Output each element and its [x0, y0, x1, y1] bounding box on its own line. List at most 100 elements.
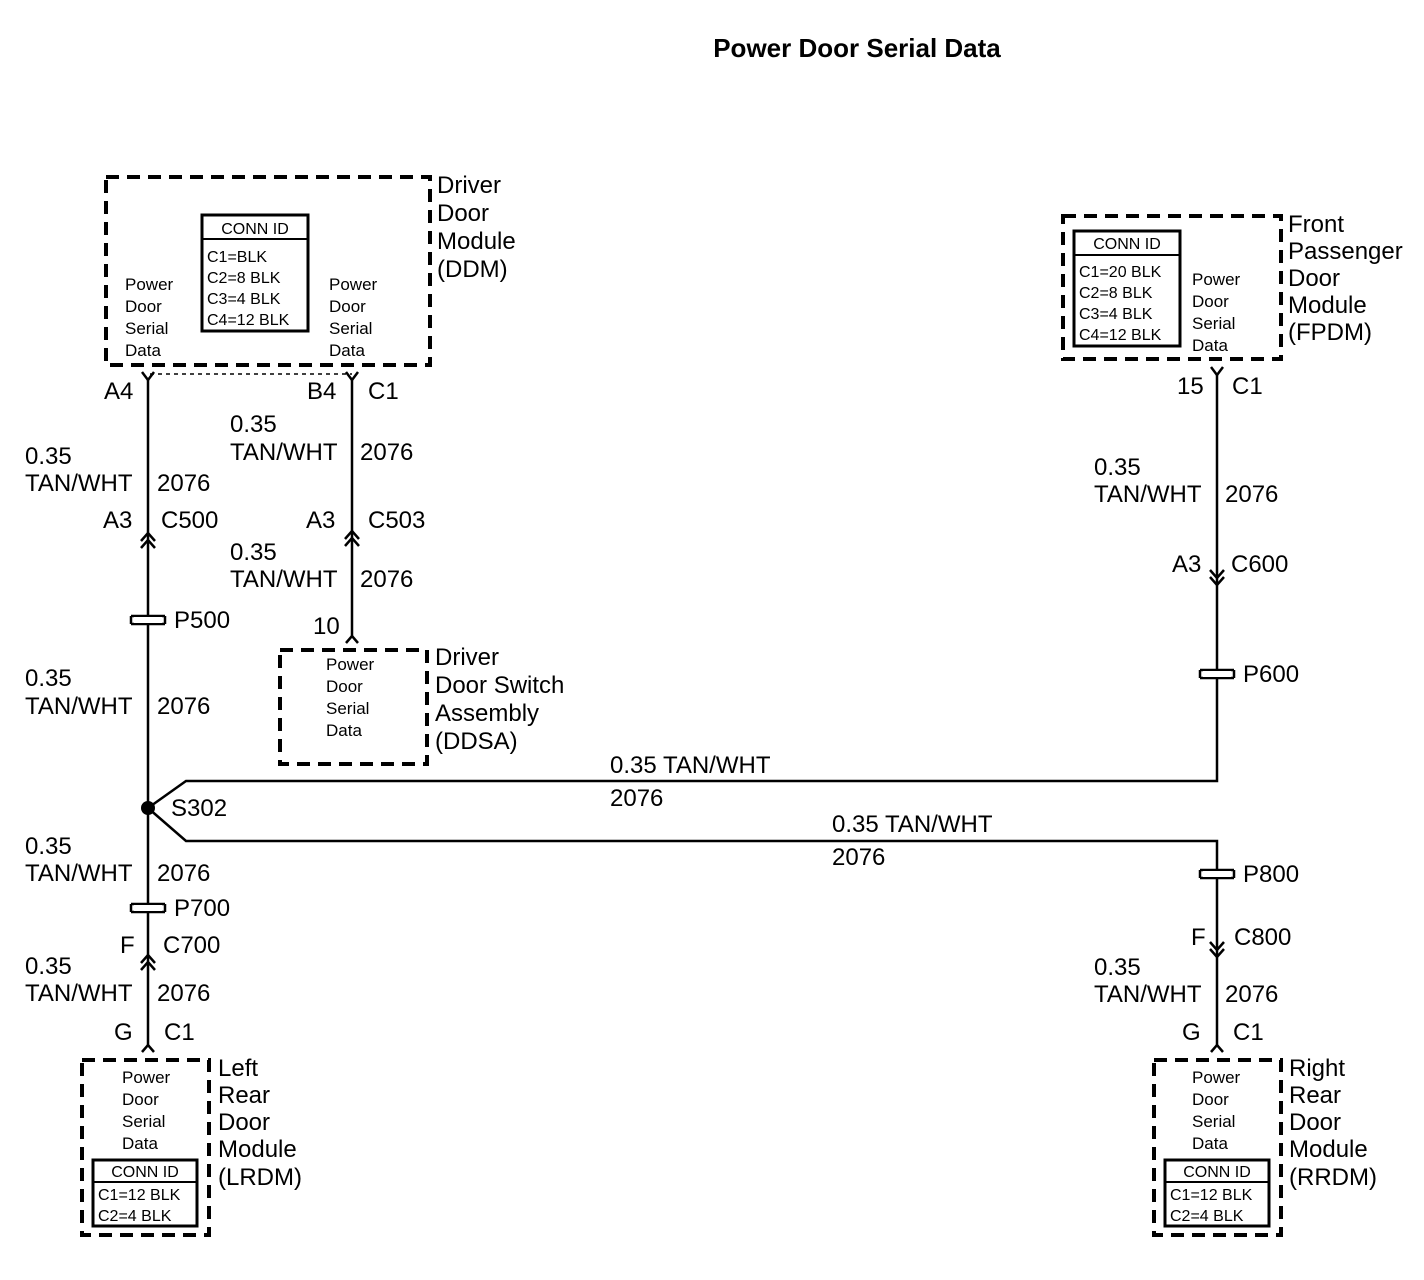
svg-text:A3: A3 [1172, 551, 1201, 578]
svg-text:C1=12 BLK: C1=12 BLK [98, 1187, 181, 1204]
svg-text:0.35: 0.35 [25, 665, 72, 692]
svg-text:C4=12 BLK: C4=12 BLK [1079, 327, 1162, 344]
svg-text:F: F [1191, 924, 1206, 951]
svg-text:0.35 TAN/WHT: 0.35 TAN/WHT [610, 752, 771, 779]
svg-text:Data: Data [326, 721, 362, 740]
svg-text:2076: 2076 [157, 860, 210, 887]
svg-text:Door: Door [326, 677, 363, 696]
svg-text:0.35: 0.35 [1094, 454, 1141, 481]
svg-text:TAN/WHT: TAN/WHT [25, 980, 133, 1007]
fpdm-name: Front Passenger Door Module (FPDM) [1288, 211, 1403, 346]
terminal-ddm-a4 [141, 371, 155, 383]
rrdm-signal-label: Power Door Serial Data [1192, 1068, 1241, 1153]
connector-c600: A3 C600 [1172, 551, 1288, 587]
svg-text:2076: 2076 [1225, 481, 1278, 508]
svg-text:(LRDM): (LRDM) [218, 1164, 302, 1191]
ddm-name: Driver Door Module (DDM) [437, 172, 516, 283]
svg-text:0.35: 0.35 [25, 443, 72, 470]
svg-text:Driver: Driver [437, 172, 501, 199]
pass-through-p700: P700 [129, 895, 230, 922]
svg-text:C500: C500 [161, 507, 218, 534]
svg-text:0.35: 0.35 [230, 539, 277, 566]
svg-text:TAN/WHT: TAN/WHT [1094, 481, 1202, 508]
svg-text:0.35 TAN/WHT: 0.35 TAN/WHT [832, 811, 993, 838]
terminal-ddm-b4 [345, 371, 359, 383]
wire-label-p500-s302: 0.35 TAN/WHT 2076 [25, 665, 210, 720]
svg-text:TAN/WHT: TAN/WHT [25, 470, 133, 497]
svg-text:(FPDM): (FPDM) [1288, 319, 1372, 346]
wire-label-c503-ddsa: 0.35 TAN/WHT 2076 [230, 539, 413, 593]
pass-through-p600: P600 [1198, 661, 1299, 688]
svg-text:Door: Door [437, 200, 489, 227]
ddm-pin-a4: A4 [104, 378, 133, 405]
rrdm-outline [1152, 1058, 1283, 1237]
svg-text:0.35: 0.35 [1094, 954, 1141, 981]
svg-text:TAN/WHT: TAN/WHT [25, 693, 133, 720]
lrdm-signal-label: Power Door Serial Data [122, 1068, 171, 1153]
svg-text:Power: Power [122, 1068, 171, 1087]
terminal-ddsa-10 [345, 634, 359, 644]
wire-label-s302-rrdm: 0.35 TAN/WHT 2076 [832, 811, 993, 871]
rrdm-pin-g: G [1182, 1019, 1201, 1046]
svg-text:C2=4 BLK: C2=4 BLK [98, 1208, 172, 1225]
svg-text:C1=20 BLK: C1=20 BLK [1079, 264, 1162, 281]
svg-text:F: F [120, 932, 135, 959]
connector-c700: F C700 [120, 932, 220, 971]
svg-text:0.35: 0.35 [25, 953, 72, 980]
svg-text:C2=8 BLK: C2=8 BLK [1079, 285, 1153, 302]
svg-text:C1=BLK: C1=BLK [207, 249, 267, 266]
wire-label-fpdm-c600: 0.35 TAN/WHT 2076 [1094, 454, 1278, 508]
svg-text:Serial: Serial [125, 319, 168, 338]
svg-text:Serial: Serial [122, 1112, 165, 1131]
svg-text:Serial: Serial [1192, 1112, 1235, 1131]
svg-text:Door: Door [1192, 1090, 1229, 1109]
svg-text:2076: 2076 [157, 470, 210, 497]
svg-text:Power: Power [1192, 1068, 1241, 1087]
wire-label-s302-p700: 0.35 TAN/WHT 2076 [25, 833, 210, 887]
svg-text:2076: 2076 [157, 980, 210, 1007]
svg-text:C3=4 BLK: C3=4 BLK [1079, 306, 1153, 323]
svg-text:Door: Door [1192, 292, 1229, 311]
svg-text:Door: Door [218, 1109, 270, 1136]
diagram-title: Power Door Serial Data [713, 33, 1001, 63]
ddsa-pin-10: 10 [313, 613, 340, 640]
svg-text:TAN/WHT: TAN/WHT [230, 439, 338, 466]
svg-text:C4=12 BLK: C4=12 BLK [207, 312, 290, 329]
fpdm-outline [1061, 214, 1283, 361]
pass-throughs: P500 P600 P700 P800 [129, 607, 1299, 922]
svg-text:Data: Data [1192, 336, 1228, 355]
lrdm-pin-g: G [114, 1019, 133, 1046]
ddsa-signal-label: Power Door Serial Data [326, 655, 375, 740]
wire-s302-to-rrdm [147, 807, 1219, 1046]
lrdm-module: Power Door Serial Data CONN ID C1=12 BLK… [80, 1019, 302, 1237]
svg-text:Data: Data [1192, 1134, 1228, 1153]
svg-text:Rear: Rear [1289, 1082, 1341, 1109]
svg-text:TAN/WHT: TAN/WHT [230, 566, 338, 593]
svg-text:C800: C800 [1234, 924, 1291, 951]
ddm-module: Driver Door Module (DDM) CONN ID C1=BLK … [104, 172, 516, 405]
terminal-fpdm-15 [1210, 366, 1224, 378]
fpdm-conn-c1: C1 [1232, 373, 1263, 400]
svg-text:Module: Module [1289, 1136, 1368, 1163]
svg-text:Door: Door [329, 297, 366, 316]
connector-c800: F C800 [1191, 924, 1291, 959]
svg-text:Module: Module [218, 1136, 297, 1163]
svg-text:Module: Module [1288, 292, 1367, 319]
wires [146, 374, 1219, 1046]
svg-text:C600: C600 [1231, 551, 1288, 578]
svg-text:P500: P500 [174, 607, 230, 634]
terminal-rrdm-g [1210, 1043, 1224, 1053]
pin-terminals [141, 366, 1224, 1053]
ddsa-name: Driver Door Switch Assembly (DDSA) [435, 644, 564, 755]
svg-text:C503: C503 [368, 507, 425, 534]
svg-text:(RRDM): (RRDM) [1289, 1164, 1377, 1191]
connector-c503: A3 C503 [306, 507, 425, 547]
lrdm-outline [80, 1058, 211, 1237]
svg-text:Power: Power [1192, 270, 1241, 289]
svg-text:CONN ID: CONN ID [221, 221, 289, 238]
lrdm-name: Left Rear Door Module (LRDM) [218, 1055, 302, 1191]
rrdm-name: Right Rear Door Module (RRDM) [1289, 1055, 1377, 1191]
svg-text:P600: P600 [1243, 661, 1299, 688]
svg-text:CONN ID: CONN ID [1183, 1164, 1251, 1181]
